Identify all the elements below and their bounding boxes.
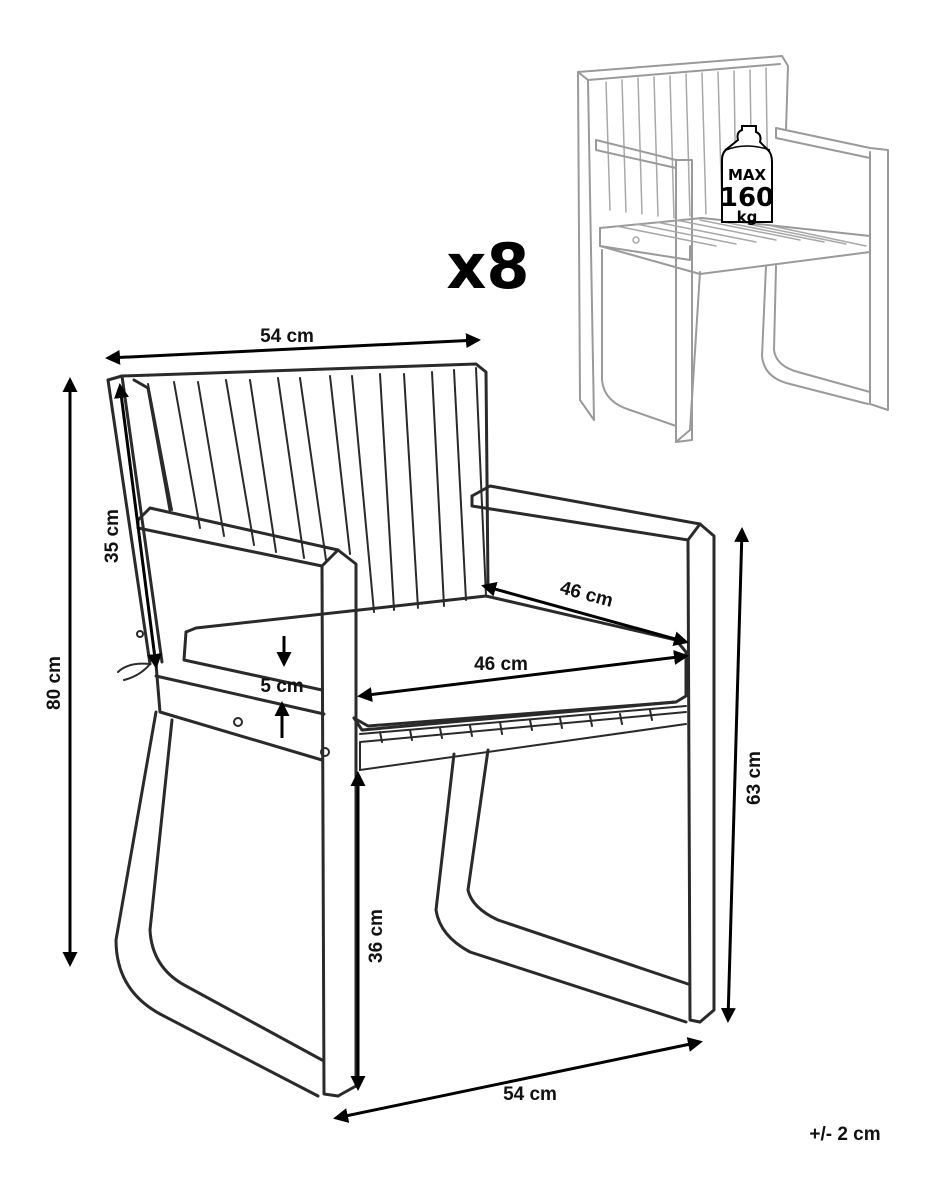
seat-height-label: 36 cm xyxy=(366,909,387,963)
seat-depth-label: 46 cm xyxy=(558,578,615,612)
tolerance-label: +/- 2 cm xyxy=(809,1124,880,1145)
armrest-height-label: 63 cm xyxy=(744,751,765,805)
weight-icon xyxy=(721,125,773,223)
base-width-dimension-line xyxy=(333,1037,703,1123)
base-width-label: 54 cm xyxy=(503,1084,557,1105)
dimension-lines xyxy=(62,333,750,1123)
backrest-height-dimension-line xyxy=(114,383,162,669)
weight-unit: kg xyxy=(737,208,758,226)
backrest-height-label: 35 cm xyxy=(102,509,123,563)
weight-max-label: MAX xyxy=(728,166,767,184)
top-width-dimension-line xyxy=(105,333,481,365)
top-width-label: 54 cm xyxy=(260,326,314,347)
weight-value: 160 xyxy=(720,183,774,213)
seat-depth-dimension-line xyxy=(481,581,689,647)
quantity-label: x8 xyxy=(446,230,529,303)
reference-chair-illustration xyxy=(577,55,889,443)
seat-width-dimension-line xyxy=(357,650,689,702)
seat-width-label: 46 cm xyxy=(474,654,528,675)
weight-limit-badge: MAX 160 kg xyxy=(720,125,774,226)
cushion-thickness-label: 5 cm xyxy=(260,676,303,697)
total-height-label: 80 cm xyxy=(44,656,65,710)
main-chair-illustration xyxy=(106,362,716,1098)
armrest-height-dimension-line xyxy=(720,527,750,1023)
